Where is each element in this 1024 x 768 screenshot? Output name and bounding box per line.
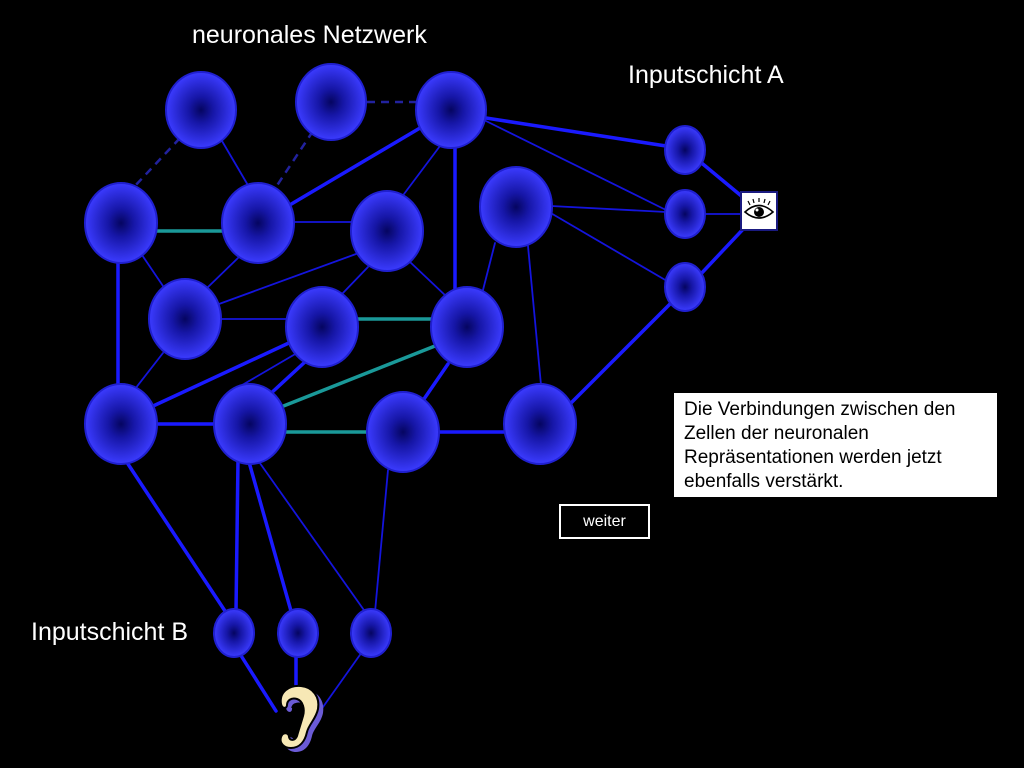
connection-line [134,352,164,390]
connection-line [124,459,229,616]
network-node [366,391,440,473]
connection-line [238,652,278,713]
connection-line [256,458,367,614]
connection-line [403,145,441,195]
network-node [84,182,158,264]
input-a-node [664,125,706,175]
next-button[interactable]: weiter [559,504,650,539]
network-node [479,166,553,248]
connection-line [341,266,369,295]
connection-line [527,245,542,386]
input-a-node [664,189,706,239]
connection-line [234,458,240,613]
network-node [165,71,237,149]
connection-line [286,126,422,208]
connection-line [565,301,673,409]
network-node [430,286,504,368]
connection-line [422,362,450,401]
input-a-node [664,262,706,312]
input-layer-b-nodes [213,608,392,658]
network-node [295,63,367,141]
input-layer-b-label: Inputschicht B [31,618,189,646]
connection-line [409,261,448,298]
connection-line [141,254,164,287]
connection-line [247,460,293,613]
connection-line [485,120,667,211]
connection-line [550,205,667,213]
input-b-node [213,608,255,658]
eye-icon [740,191,778,231]
input-b-node [350,608,392,658]
input-layer-a-label: Inputschicht A [628,61,784,89]
network-node [84,383,158,465]
network-node [503,383,577,465]
strengthened-connection-line [280,342,441,409]
connection-line [374,469,389,613]
input-layer-a-nodes [664,125,706,312]
dashed-connection-line [133,137,181,188]
network-node [148,278,222,360]
connection-line [322,651,363,708]
connections [116,100,749,713]
connection-line [548,211,668,282]
info-text-line: Repräsentationen werden jetzt [684,447,942,468]
info-text-line: Die Verbindungen zwischen den [684,399,956,420]
connection-line [696,158,747,201]
dashed-connection-line [274,130,315,188]
connection-line [696,223,749,279]
connection-line [482,242,496,291]
network-node [285,286,359,368]
network-node [221,182,295,264]
input-b-node [277,608,319,658]
connection-line [266,359,308,398]
connection-line [206,257,239,289]
ear-icon [279,684,324,752]
page-title: neuronales Netzwerk [192,21,427,49]
connection-line [218,253,357,305]
connection-line [484,116,668,148]
network-node [415,71,487,149]
network-node [213,383,287,465]
network-nodes [84,63,577,473]
info-text-line: ebenfalls verstärkt. [684,471,844,492]
info-box: Die Verbindungen zwischen den Zellen der… [674,393,997,497]
network-node [350,190,424,272]
connection-line [149,340,293,409]
info-text-line: Zellen der neuronalen [684,423,869,444]
connection-line [221,140,250,188]
